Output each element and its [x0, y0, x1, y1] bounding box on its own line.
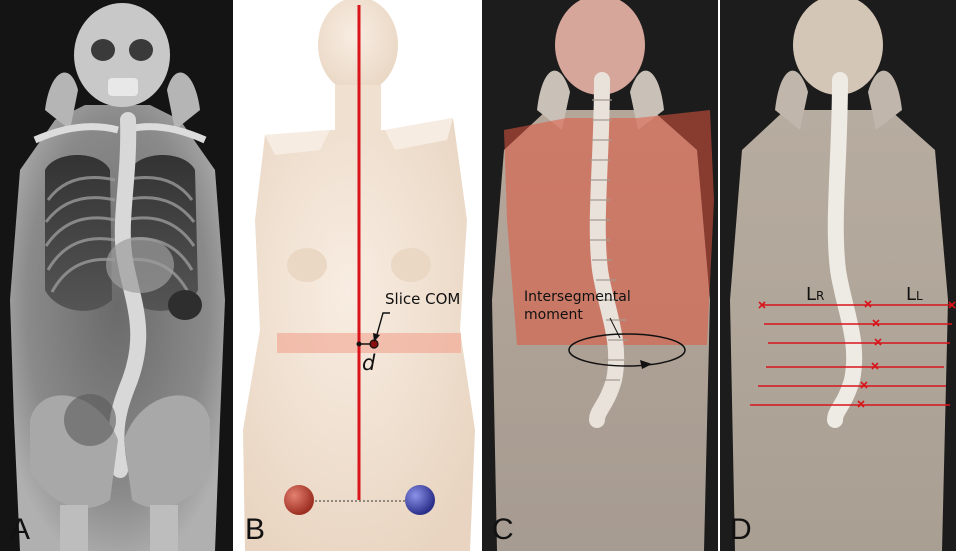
- moment-label-line2: moment: [524, 308, 583, 323]
- panel-label-a: A: [10, 515, 30, 545]
- left-lever-label-sub: R: [816, 289, 824, 303]
- slice-com-label: Slice COM: [385, 292, 460, 308]
- left-lever-label: LR: [806, 286, 824, 305]
- xray-image: [0, 0, 233, 551]
- panel-c-moment: Intersegmental moment C: [482, 0, 718, 551]
- panel-b-torso-model: Slice COM d B: [235, 0, 480, 551]
- panel-label-d: D: [730, 515, 752, 545]
- right-lever-label: LL: [906, 286, 923, 305]
- lever-arm-overlay: [720, 0, 956, 551]
- torso-model: [235, 0, 480, 551]
- panel-label-c: C: [492, 515, 514, 545]
- right-lever-label-main: L: [906, 284, 916, 305]
- panel-label-b: B: [245, 515, 265, 545]
- moment-overlay: [482, 0, 718, 551]
- blue-sphere: [405, 485, 435, 515]
- right-lever-label-sub: L: [916, 289, 923, 303]
- panel-d-lever-arms: LR LL D: [720, 0, 956, 551]
- panel-a-xray: A: [0, 0, 233, 551]
- left-lever-label-main: L: [806, 284, 816, 305]
- distance-label: d: [362, 352, 375, 374]
- moment-label-line1: Intersegmental: [524, 290, 631, 305]
- slice-band: [277, 333, 461, 353]
- red-sphere: [284, 485, 314, 515]
